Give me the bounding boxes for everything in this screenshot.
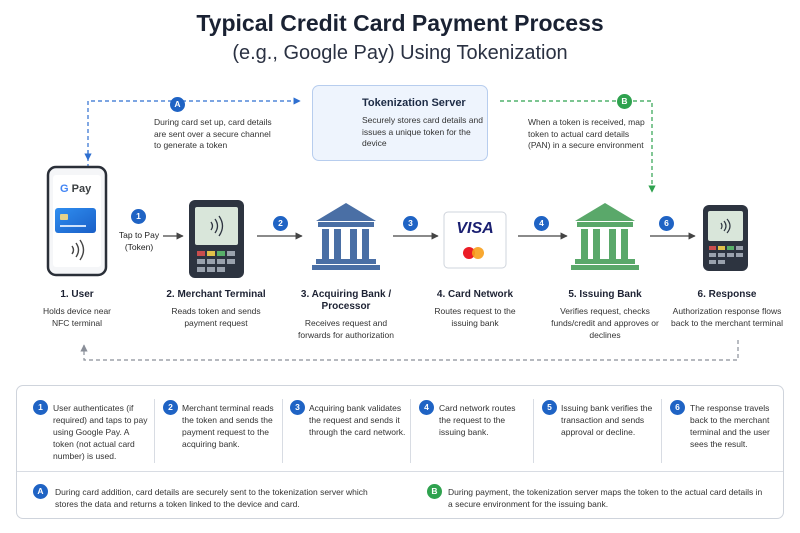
marker-b: B — [617, 94, 632, 109]
stage-5-title: 5. Issuing Bank — [568, 289, 642, 300]
stage-2-desc: Reads token and sends payment request — [171, 306, 261, 328]
legend-step-2-number: 2 — [163, 400, 178, 415]
legend-step-1-text: User authenticates (if required) and tap… — [53, 403, 148, 461]
legend-step-1-number: 1 — [33, 400, 48, 415]
token-path-a — [87, 97, 301, 168]
legend-panel — [16, 385, 784, 519]
issuing-bank-icon — [571, 203, 639, 270]
arrow-number-2: 2 — [273, 216, 288, 231]
card-network-icon — [443, 211, 507, 269]
stage-3-desc: Receives request and forwards for author… — [298, 318, 394, 340]
legend-step-4-text: Card network routes the request to the i… — [439, 403, 516, 437]
response-terminal-icon — [703, 205, 748, 271]
arrow-number-1: 1 — [131, 209, 146, 224]
acquiring-bank-icon — [312, 203, 380, 270]
arrow-number-3: 3 — [403, 216, 418, 231]
legend-separator — [282, 399, 283, 463]
google-pay-g: G — [60, 183, 69, 195]
merchant-terminal-icon — [189, 200, 244, 278]
arrow-number-4: 4 — [534, 216, 549, 231]
tokenization-server-box — [312, 85, 488, 161]
tap-to-pay-label: Tap to Pay (Token) — [118, 230, 160, 252]
phone-icon — [46, 165, 108, 277]
legend-divider — [17, 471, 783, 472]
response-return-path — [80, 340, 739, 361]
legend-step-3-text: Acquiring bank validates the request and… — [309, 403, 406, 437]
legend-separator — [154, 399, 155, 463]
marker-a: A — [170, 97, 185, 112]
page-subtitle: (e.g., Google Pay) Using Tokenization — [232, 42, 568, 64]
legend-step-5-text: Issuing bank verifies the transaction an… — [561, 403, 653, 437]
contactless-icon — [71, 239, 85, 261]
legend-step-4-number: 4 — [419, 400, 434, 415]
note-a-text: During card set up, card details are sen… — [154, 117, 272, 150]
stage-1-desc: Holds device near NFC terminal — [42, 306, 112, 328]
stage-4-desc: Routes request to the issuing bank — [434, 306, 516, 328]
arrow-number-6: 6 — [659, 216, 674, 231]
legend-a-text: During card addition, card details are s… — [55, 487, 368, 509]
legend-step-6-text: The response travels back to the merchan… — [690, 403, 770, 449]
tokenization-server-title: Tokenization Server — [362, 97, 466, 109]
page-title: Typical Credit Card Payment Process — [196, 10, 604, 36]
google-pay-text: Pay — [71, 183, 92, 195]
tokenization-server-desc: Securely stores card details and issues … — [362, 115, 483, 148]
legend-step-5-number: 5 — [542, 400, 557, 415]
legend-step-6-number: 6 — [670, 400, 685, 415]
legend-step-3-number: 3 — [290, 400, 305, 415]
legend-step-2-text: Merchant terminal reads the token and se… — [182, 403, 274, 449]
legend-b-text: During payment, the tokenization server … — [448, 487, 763, 509]
google-pay-logo: G Pay — [60, 183, 91, 195]
stage-6-desc: Authorization response flows back to the… — [671, 306, 783, 328]
legend-b-marker: B — [427, 484, 442, 499]
legend-separator — [533, 399, 534, 463]
legend-a-marker: A — [33, 484, 48, 499]
stage-2-title: 2. Merchant Terminal — [166, 289, 266, 300]
stage-3-title: 3. Acquiring Bank / Processor — [300, 289, 392, 312]
note-b-text: When a token is received, map token to a… — [528, 117, 645, 150]
legend-separator — [410, 399, 411, 463]
stage-4-title: 4. Card Network — [436, 289, 514, 300]
token-path-b — [500, 100, 656, 193]
stage-1-title: 1. User — [60, 289, 94, 300]
stage-6-title: 6. Response — [697, 289, 757, 300]
stage-5-desc: Verifies request, checks funds/credit an… — [551, 306, 659, 340]
legend-separator — [661, 399, 662, 463]
visa-logo: VISA — [456, 220, 494, 237]
